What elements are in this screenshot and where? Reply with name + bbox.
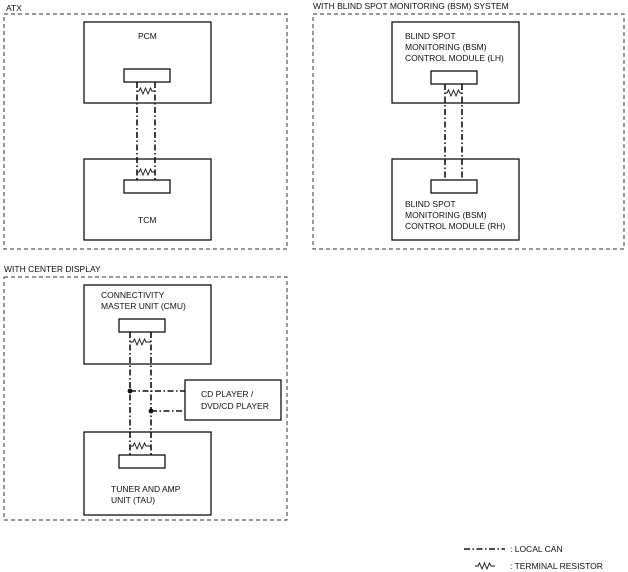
cmu-label-line1: CONNECTIVITY [101,290,165,300]
junction-dot-lower [148,408,154,414]
bsm-rh-connector [430,179,478,194]
bsm-group-frame [312,13,625,250]
atx-group-frame [3,13,288,250]
bsm-lh-connector [430,70,478,85]
bsm-group: WITH BLIND SPOT MONITORING (BSM) SYSTEM … [312,1,625,250]
bsm-rh-label-line3: CONTROL MODULE (RH) [405,221,505,231]
pcm-connector [123,68,171,83]
tcm-module-box [83,158,212,241]
center-group-label: WITH CENTER DISPLAY [4,264,101,274]
bsm-lh-label-line1: BLIND SPOT [405,31,456,41]
tau-label-line1: TUNER AND AMP [111,484,181,494]
tcm-terminal-resistor [137,167,155,177]
legend-local-can-label: : LOCAL CAN [510,544,563,554]
legend: : LOCAL CAN : TERMINAL RESISTOR [464,544,603,571]
bsm-lh-label-line2: MONITORING (BSM) [405,42,487,52]
cd-player-module-box [184,379,282,421]
junction-dot-upper [127,388,133,394]
bsm-rh-label-line1: BLIND SPOT [405,199,456,209]
bsm-rh-module-box [391,158,520,241]
cmu-terminal-resistor [130,337,151,347]
legend-terminal-resistor-label: : TERMINAL RESISTOR [510,561,603,571]
tau-label-line2: UNIT (TAU) [111,495,155,505]
center-group-frame [3,276,288,521]
atx-group-label: ATX [6,3,22,13]
pcm-label: PCM [138,31,157,41]
bsm-lh-module-box [391,21,520,104]
pcm-module-box [83,21,212,104]
cd-player-label-line1: CD PLAYER / [201,389,254,399]
pcm-terminal-resistor [137,86,155,96]
tau-connector [118,454,166,469]
tcm-connector [123,179,171,194]
bsm-lh-terminal-resistor [445,88,462,98]
tau-terminal-resistor [130,441,151,451]
cmu-connector [118,318,166,333]
bsm-lh-label-line3: CONTROL MODULE (LH) [405,53,504,63]
tcm-label: TCM [138,215,156,225]
bsm-group-label: WITH BLIND SPOT MONITORING (BSM) SYSTEM [313,1,509,11]
bsm-rh-label-line2: MONITORING (BSM) [405,210,487,220]
cd-player-label-line2: DVD/CD PLAYER [201,401,269,411]
cmu-label-line2: MASTER UNIT (CMU) [101,301,186,311]
center-display-group: WITH CENTER DISPLAY CONNECTIVITY MASTER … [3,264,288,521]
legend-terminal-resistor-symbol [475,561,495,571]
atx-group: ATX PCM TCM [3,3,288,250]
